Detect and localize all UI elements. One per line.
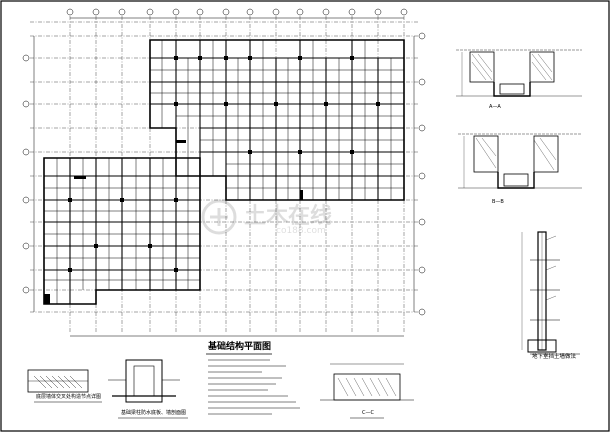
section-b-b-label: B—B bbox=[492, 199, 504, 205]
watermark-url: co188.com bbox=[276, 226, 326, 236]
main-plan-title: 基础结构平面图 bbox=[208, 342, 272, 352]
foundation-plan bbox=[43, 39, 405, 305]
axis-grid bbox=[30, 16, 418, 332]
axis-bubbles-side bbox=[22, 32, 426, 316]
general-notes bbox=[208, 359, 300, 415]
section-a-a bbox=[456, 49, 582, 97]
watermark-logo-icon bbox=[201, 199, 237, 235]
thick-elements bbox=[44, 140, 303, 304]
pile-slab-detail-title: 基础梁柱防水底板、墙剖面图 bbox=[121, 410, 187, 416]
section-b-b bbox=[458, 133, 582, 189]
section-a-a-label: A—A bbox=[489, 104, 501, 110]
watermark: 土木在线 co188.com bbox=[200, 196, 430, 242]
retaining-wall-detail bbox=[521, 231, 580, 355]
axis-bubbles-top bbox=[66, 8, 408, 16]
watermark-name: 土木在线 bbox=[244, 204, 333, 229]
pile-slab-detail bbox=[108, 359, 188, 419]
corner-node-detail bbox=[27, 369, 102, 403]
pile-caps bbox=[68, 56, 380, 272]
dimension-lines bbox=[33, 17, 415, 337]
section-c-c-label: C—C bbox=[362, 410, 374, 416]
section-c-c bbox=[320, 363, 414, 419]
retaining-wall-detail-title: 地下室挡土墙做法 bbox=[532, 354, 577, 360]
corner-node-detail-title: 底层墙体交叉处构造节点详图 bbox=[36, 394, 102, 400]
